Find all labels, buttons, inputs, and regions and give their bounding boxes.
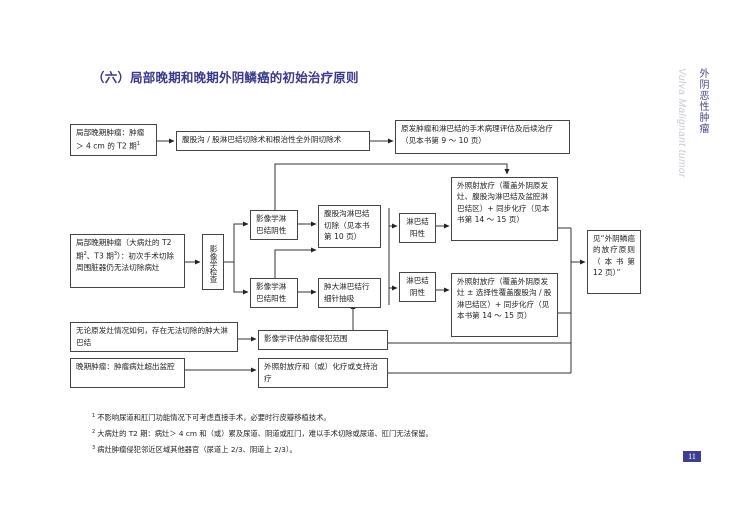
node-ebrt-chemo-support: 外照射放疗和（或）化疗或支持治疗: [258, 358, 388, 388]
node-stage-large-t2-t3: 局部晚期肿瘤（大病灶的 T2 期2、T3 期3）：初次手术切除周围脏器仍无法切除…: [70, 234, 185, 288]
arrow-imaging-to-neg: [224, 221, 249, 263]
node-imaging-ln-positive: 影像学淋巴结阳性: [250, 278, 298, 308]
node-unresectable-ln: 无论原发灶情况如何，存在无法切除的肿大淋巴结: [70, 322, 238, 352]
side-title-en: Vulva Malignant tumor: [676, 68, 687, 178]
node-imaging-exam: 影像学检查: [202, 234, 224, 290]
node-imaging-assess-extent: 影像学评估肿瘤侵犯范围: [258, 330, 388, 350]
node-imaging-ln-negative: 影像学淋巴结阴性: [250, 210, 298, 240]
node-groin-radical-surgery: 腹股沟 / 股淋巴结切除术和根治性全外阴切除术: [176, 131, 370, 151]
page-title: （六）局部晚期和晚期外阴鳞癌的初始治疗原则: [92, 70, 359, 85]
arrow-pos-to-dissection: [274, 247, 317, 280]
page-number: 11: [683, 451, 701, 462]
side-title-cn: 外阴恶性肿瘤: [697, 68, 708, 134]
node-pathology-followup: 原发肿瘤和淋巴结的手术病理评估及后续治疗（见本书第 9 ～ 10 页）: [395, 120, 570, 154]
node-stage-t2-large: 局部晚期肿瘤：肿瘤＞ 4 cm 的 T2 期1: [70, 124, 157, 156]
node-ln-positive: 淋巴结阳性: [399, 213, 436, 243]
arrow-neg-to-ebrt-full: [274, 163, 510, 210]
node-ebrt-selective: 外照射放疗（覆盖外阴原发灶 ± 选择性覆盖腹股沟 / 股淋巴结区）+ 同步化疗（…: [451, 273, 558, 337]
node-see-principles: 见“外阴鳞癌的放疗原则（本书第 12 页）”: [587, 230, 641, 294]
node-groin-ln-dissection: 腹股沟淋巴结切除（见本书第 10 页）: [318, 205, 381, 248]
node-ebrt-full: 外照射放疗（覆盖外阴原发灶、腹股沟淋巴结及盆腔淋巴结区）+ 同步化疗（见本书第 …: [451, 177, 558, 241]
arrow-imaging-to-pos: [233, 262, 249, 295]
node-advanced-pelvis: 晚期肿瘤：肿瘤病灶超出盆腔: [70, 358, 185, 388]
node-fna-enlarged-ln: 肿大淋巴结行细针抽吸: [318, 278, 381, 308]
node-ln-negative: 淋巴结阴性: [399, 272, 436, 302]
